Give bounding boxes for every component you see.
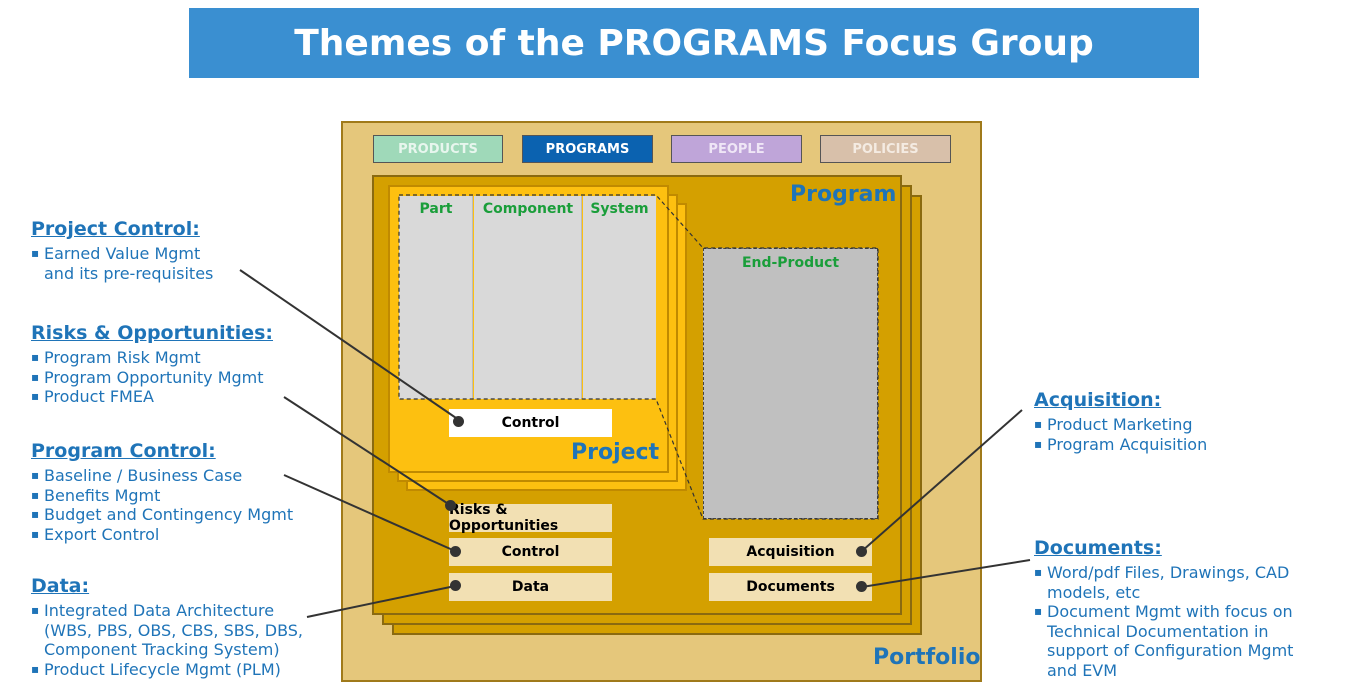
tab-people[interactable]: PEOPLE <box>671 135 802 163</box>
dot-data <box>450 580 461 591</box>
dot-acquisition <box>856 546 867 557</box>
bullet-list: Integrated Data Architecture (WBS, PBS, … <box>31 601 331 679</box>
bullet-item: Integrated Data Architecture (WBS, PBS, … <box>31 601 331 660</box>
part-cell <box>399 196 473 399</box>
bullet-list: Earned Value Mgmt and its pre-requisites <box>31 244 321 283</box>
component-label: Component <box>482 201 574 217</box>
section-title: Acquisition: <box>1034 389 1162 411</box>
project-control-box: Control <box>449 409 612 437</box>
section-title: Project Control: <box>31 218 200 240</box>
bullet-item: Benefits Mgmt <box>31 486 331 506</box>
risks-opportunities-box: Risks & Opportunities <box>449 502 612 534</box>
bullet-item: Word/pdf Files, Drawings, CAD models, et… <box>1034 563 1334 602</box>
section-program-control: Program Control: Baseline / Business Cas… <box>31 440 331 544</box>
project-label: Project <box>571 440 660 465</box>
section-title: Risks & Opportunities: <box>31 322 274 344</box>
dot-program-control <box>450 546 461 557</box>
section-documents: Documents: Word/pdf Files, Drawings, CAD… <box>1034 537 1334 680</box>
section-acquisition: Acquisition: Product Marketing Program A… <box>1034 389 1334 454</box>
title-banner: Themes of the PROGRAMS Focus Group <box>189 8 1199 78</box>
program-control-box: Control <box>449 538 612 566</box>
section-title: Documents: <box>1034 537 1162 559</box>
dot-documents <box>856 581 867 592</box>
acquisition-box: Acquisition <box>709 538 872 566</box>
bullet-list: Program Risk Mgmt Program Opportunity Mg… <box>31 348 321 407</box>
bullet-item: Product Lifecycle Mgmt (PLM) <box>31 660 331 680</box>
bullet-item: Program Opportunity Mgmt <box>31 368 321 388</box>
portfolio-label: Portfolio <box>873 645 981 670</box>
bullet-item: Product FMEA <box>31 387 321 407</box>
section-risks: Risks & Opportunities: Program Risk Mgmt… <box>31 322 321 407</box>
bullet-item: Document Mgmt with focus on Technical Do… <box>1034 602 1334 680</box>
bullet-item: Export Control <box>31 525 331 545</box>
section-data: Data: Integrated Data Architecture (WBS,… <box>31 575 331 679</box>
part-label: Part <box>419 201 453 217</box>
section-project-control: Project Control: Earned Value Mgmt and i… <box>31 218 321 283</box>
data-box: Data <box>449 573 612 601</box>
documents-box: Documents <box>709 573 872 601</box>
tab-programs[interactable]: PROGRAMS <box>522 135 653 163</box>
dot-project-control <box>453 416 464 427</box>
end-product-label: End-Product <box>741 255 840 271</box>
system-label: System <box>590 201 649 217</box>
bullet-item: Program Acquisition <box>1034 435 1334 455</box>
system-cell <box>583 196 656 399</box>
page-title: Themes of the PROGRAMS Focus Group <box>294 22 1094 64</box>
dot-risks <box>445 500 456 511</box>
end-product-box <box>703 248 878 519</box>
section-title: Program Control: <box>31 440 216 462</box>
bullet-item: Earned Value Mgmt and its pre-requisites <box>31 244 321 283</box>
bullet-item: Product Marketing <box>1034 415 1334 435</box>
bullet-list: Baseline / Business Case Benefits Mgmt B… <box>31 466 331 544</box>
tab-products[interactable]: PRODUCTS <box>373 135 503 163</box>
section-title: Data: <box>31 575 90 597</box>
bullet-item: Baseline / Business Case <box>31 466 331 486</box>
bullet-list: Word/pdf Files, Drawings, CAD models, et… <box>1034 563 1334 680</box>
program-label: Program <box>790 182 897 207</box>
component-cell <box>474 196 582 399</box>
bullet-item: Program Risk Mgmt <box>31 348 321 368</box>
bullet-item: Budget and Contingency Mgmt <box>31 505 331 525</box>
bullet-list: Product Marketing Program Acquisition <box>1034 415 1334 454</box>
tab-policies[interactable]: POLICIES <box>820 135 951 163</box>
